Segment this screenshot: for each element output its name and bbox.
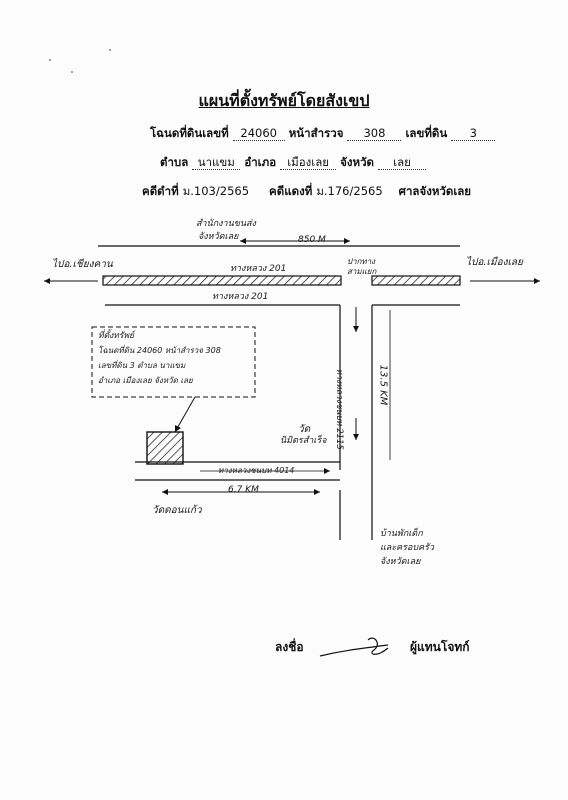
road-2115-label: ทางหลวงชนบท 2115 bbox=[333, 368, 344, 450]
black-case-value: ม.103/2565 bbox=[182, 184, 250, 198]
signature-label: ลงชื่อ bbox=[275, 640, 304, 654]
arrowhead bbox=[353, 434, 359, 440]
document-title: แผนที่ตั้งทรัพย์โดยสังเขป bbox=[198, 91, 370, 110]
arrowhead bbox=[314, 489, 320, 495]
arrowhead bbox=[162, 489, 168, 495]
temple-label-top: วัด bbox=[298, 424, 311, 435]
land-label: เลขที่ดิน bbox=[405, 126, 448, 140]
deed-no: 24060 bbox=[232, 127, 285, 141]
arrowhead bbox=[353, 326, 359, 332]
arrowhead bbox=[534, 278, 540, 284]
transport-office-line1: สำนักงานขนส่ง bbox=[196, 219, 256, 229]
scan-speck bbox=[71, 71, 73, 73]
highway-201-strip-right bbox=[371, 275, 461, 286]
province-value: เลย bbox=[378, 156, 427, 170]
arrowhead bbox=[44, 278, 50, 284]
province-label: จังหวัด bbox=[340, 155, 375, 169]
signature-mark bbox=[319, 637, 389, 657]
callout-line-3: เลขที่ดิน 3 ตำบล นาแขม bbox=[98, 361, 186, 370]
location-line: ตำบล นาแขม อำเภอ เมืองเลย จังหวัด เลย bbox=[160, 155, 427, 170]
tambon-value: นาแขม bbox=[192, 156, 241, 170]
callout-line-2: โฉนดที่ดิน 24060 หน้าสำรวจ 308 bbox=[98, 346, 221, 355]
wat-don-kaeo-label: วัดดอนแก้ว bbox=[152, 505, 202, 516]
callout-line-1: ที่ตั้งทรัพย์ bbox=[98, 331, 135, 341]
arrowhead bbox=[240, 238, 246, 244]
property-callout-box bbox=[91, 326, 256, 398]
deed-line: โฉนดที่ดินเลขที่ 24060 หน้าสำรวจ 308 เลข… bbox=[150, 126, 496, 141]
red-case-value: ม.176/2565 bbox=[316, 184, 383, 198]
deed-label: โฉนดที่ดินเลขที่ bbox=[150, 126, 229, 140]
black-case-label: คดีดำที่ bbox=[142, 184, 179, 198]
dist-67-label: 6.7 KM bbox=[228, 485, 259, 495]
to-mueang-loei-label: ไปอ.เมืองเลย bbox=[466, 257, 523, 268]
callout-leader bbox=[174, 396, 196, 433]
land-no: 3 bbox=[451, 127, 496, 141]
childrens-home-line1: บ้านพักเด็ก bbox=[380, 529, 423, 539]
arrowhead bbox=[175, 425, 181, 432]
court-name: ศาลจังหวัดเลย bbox=[398, 184, 472, 198]
survey-no: 308 bbox=[347, 127, 402, 141]
to-chiang-khan-label: ไปอ.เชียงคาน bbox=[52, 259, 113, 270]
amphoe-label: อำเภอ bbox=[244, 155, 277, 169]
scan-speck bbox=[49, 59, 51, 61]
highway-201-bottom-label: ทางหลวง 201 bbox=[212, 292, 269, 302]
signature-role: ผู้แทนโจทก์ bbox=[410, 640, 470, 654]
scan-speck bbox=[109, 49, 111, 51]
case-line: คดีดำที่ ม.103/2565 คดีแดงที่ ม.176/2565… bbox=[142, 184, 472, 198]
childrens-home-line3: จังหวัดเลย bbox=[380, 557, 421, 567]
highway-201-top-label: ทางหลวง 201 bbox=[230, 264, 287, 274]
arrowhead bbox=[344, 238, 350, 244]
road-4014-label: ทางหลวงชนบท 4014 bbox=[218, 466, 295, 475]
amphoe-value: เมืองเลย bbox=[280, 156, 337, 170]
childrens-home-line2: และครอบครัว bbox=[380, 543, 435, 553]
arrowhead bbox=[324, 468, 330, 474]
junction-label-2: สามแยก bbox=[347, 267, 377, 276]
callout-line-4: อำเภอ เมืองเลย จังหวัด เลย bbox=[98, 376, 193, 385]
transport-office-line2: จังหวัดเลย bbox=[198, 232, 239, 242]
dist-135-label: 13.5 KM bbox=[377, 364, 389, 406]
survey-label: หน้าสำรวจ bbox=[288, 126, 344, 140]
dist-850-label: 850 M bbox=[298, 235, 326, 245]
highway-201-strip-left bbox=[102, 275, 342, 286]
junction-label-1: ปากทาง bbox=[347, 257, 376, 266]
temple-label-bottom: นิมิตรสำเร็จ bbox=[280, 436, 327, 446]
red-case-label: คดีแดงที่ bbox=[269, 184, 313, 198]
property-parcel bbox=[146, 431, 184, 465]
tambon-label: ตำบล bbox=[160, 155, 189, 169]
